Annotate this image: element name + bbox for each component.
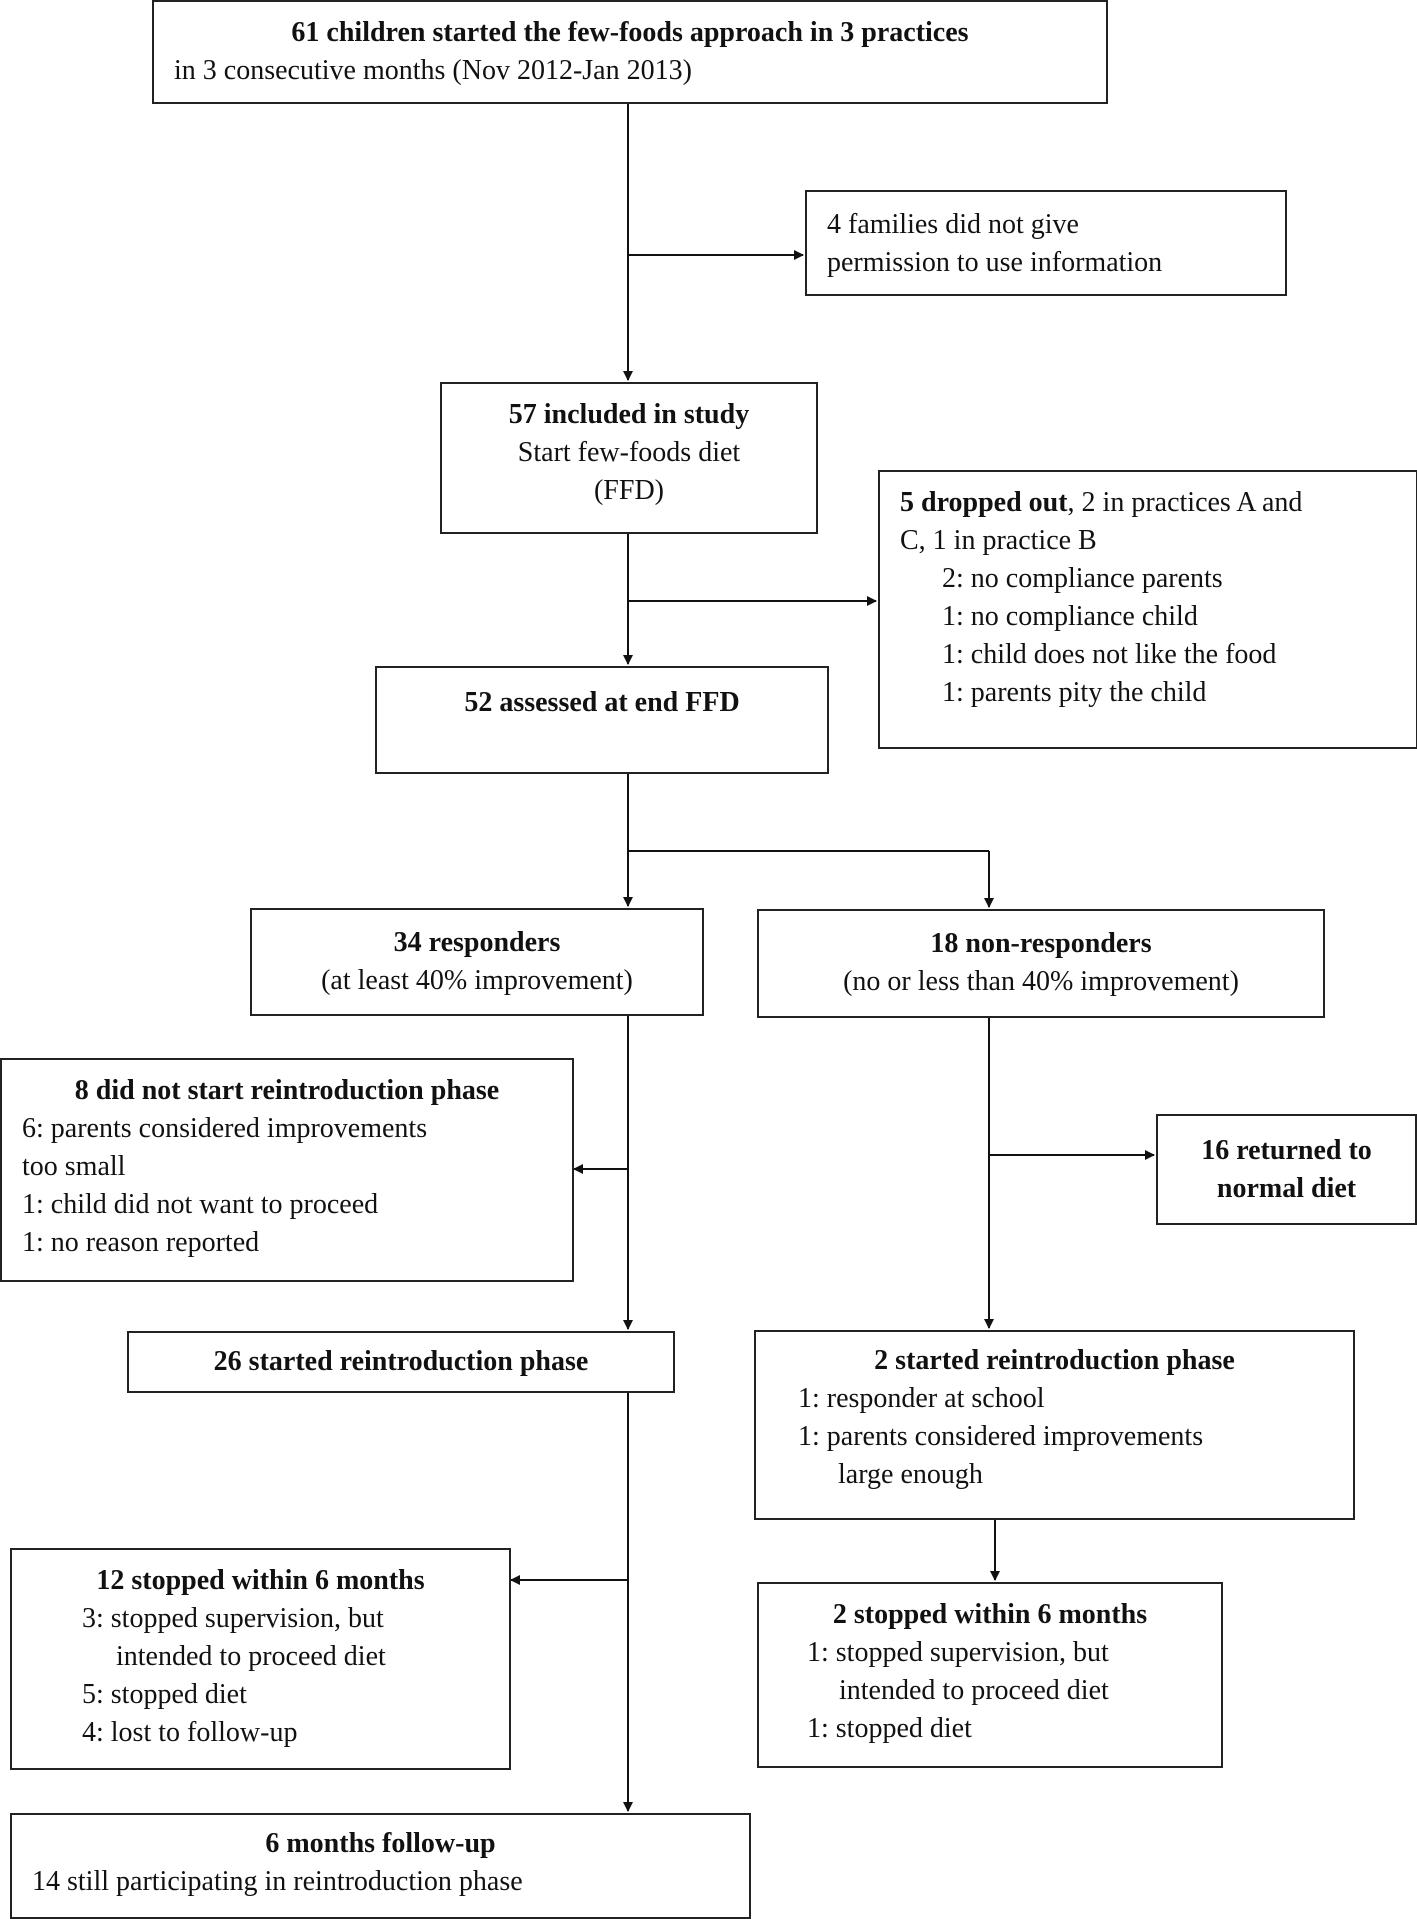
responders-title: 34 responders (393, 927, 561, 958)
start-title: 61 children started the few-foods approa… (291, 17, 969, 48)
dropped-title-rest: , 2 in practices A and (1067, 487, 1303, 518)
no-reintro-line: 6: parents considered improvements (22, 1113, 428, 1144)
box-no-permission: 4 families did not give permission to us… (805, 190, 1287, 296)
stopped2-line: 1: stopped supervision, but (807, 1637, 1109, 1668)
dropped-title: 5 dropped out (900, 487, 1068, 518)
no-reintro-line: too small (22, 1151, 126, 1182)
stopped12-title: 12 stopped within 6 months (96, 1565, 425, 1596)
no-permission-line2: permission to use information (827, 247, 1163, 278)
no-permission-line1: 4 families did not give (827, 209, 1079, 240)
stopped12-line: intended to proceed diet (116, 1641, 386, 1672)
stopped12-line: 3: stopped supervision, but (82, 1603, 384, 1634)
box-responders: 34 responders (at least 40% improvement) (250, 908, 704, 1016)
dropped-reason: 1: child does not like the food (942, 639, 1277, 670)
stopped12-line: 4: lost to follow-up (82, 1717, 298, 1748)
nonresponders-title: 18 non-responders (930, 928, 1152, 959)
stopped12-line: 5: stopped diet (82, 1679, 247, 1710)
returned-line2: normal diet (1216, 1173, 1357, 1204)
followup-line1: 14 still participating in reintroduction… (32, 1866, 523, 1897)
box-started2: 2 started reintroduction phase 1: respon… (754, 1330, 1355, 1520)
followup-title: 6 months follow-up (265, 1828, 496, 1859)
box-stopped2: 2 stopped within 6 months 1: stopped sup… (757, 1582, 1223, 1768)
started2-line: 1: parents considered improvements (798, 1421, 1204, 1452)
start-line1: in 3 consecutive months (Nov 2012-Jan 20… (174, 55, 692, 86)
no-reintro-line: 1: child did not want to proceed (22, 1189, 379, 1220)
dropped-reason: 1: parents pity the child (942, 677, 1207, 708)
box-started26: 26 started reintroduction phase (127, 1331, 675, 1393)
dropped-heading: 5 dropped out, 2 in practices A and (900, 484, 1396, 522)
dropped-reason: 1: no compliance child (942, 601, 1198, 632)
no-reintro-title: 8 did not start reintroduction phase (74, 1075, 500, 1106)
stopped2-line: intended to proceed diet (839, 1675, 1109, 1706)
box-returned: 16 returned to normal diet (1156, 1114, 1417, 1225)
included-line1: Start few-foods diet (517, 437, 741, 468)
stopped2-line: 1: stopped diet (807, 1713, 972, 1744)
box-nonresponders: 18 non-responders (no or less than 40% i… (757, 909, 1325, 1018)
no-reintro-line: 1: no reason reported (22, 1227, 260, 1258)
started2-line: 1: responder at school (798, 1383, 1045, 1414)
box-dropped: 5 dropped out, 2 in practices A and C, 1… (878, 470, 1417, 749)
stopped2-title: 2 stopped within 6 months (832, 1599, 1148, 1630)
dropped-reason: 2: no compliance parents (942, 563, 1223, 594)
dropped-line1: C, 1 in practice B (900, 525, 1097, 556)
box-included: 57 included in study Start few-foods die… (440, 382, 818, 534)
returned-line1: 16 returned to (1201, 1135, 1372, 1166)
started2-title: 2 started reintroduction phase (874, 1345, 1235, 1376)
box-stopped12: 12 stopped within 6 months 3: stopped su… (10, 1548, 511, 1770)
included-title: 57 included in study (508, 399, 750, 430)
included-line2: (FFD) (593, 475, 664, 506)
box-assessed: 52 assessed at end FFD (375, 666, 829, 774)
box-followup: 6 months follow-up 14 still participatin… (10, 1813, 751, 1919)
assessed-title: 52 assessed at end FFD (464, 687, 740, 718)
responders-line1: (at least 40% improvement) (321, 965, 633, 996)
started26-title: 26 started reintroduction phase (213, 1346, 589, 1377)
box-start: 61 children started the few-foods approa… (152, 0, 1108, 104)
started2-line: large enough (838, 1459, 983, 1490)
box-no-reintro: 8 did not start reintroduction phase 6: … (0, 1058, 574, 1282)
nonresponders-line1: (no or less than 40% improvement) (843, 966, 1239, 997)
